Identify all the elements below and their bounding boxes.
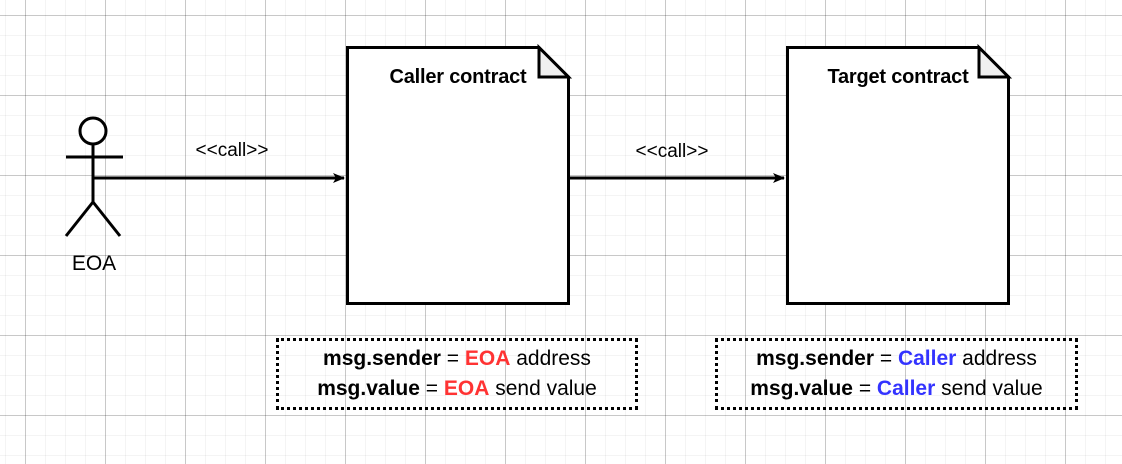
note-target-context: msg.sender = Caller address msg.value = … (715, 338, 1078, 410)
note-caller-accent-1: EOA (464, 346, 511, 370)
note-caller-line-1: msg.sender = EOA address (323, 344, 591, 374)
note-caller-context: msg.sender = EOA address msg.value = EOA… (276, 338, 638, 410)
note-caller-eq-2: = (419, 377, 444, 400)
note-target-eq-2: = (852, 377, 877, 400)
note-target-eq-1: = (874, 346, 898, 370)
edge-label-eoa-caller: <<call>> (195, 140, 269, 161)
actor-eoa-label: EOA (71, 252, 117, 275)
note-target-accent-1: Caller (897, 346, 957, 370)
note-target-key-2: msg.value (750, 377, 853, 400)
note-caller-eq-1: = (440, 346, 465, 370)
document-shape (346, 43, 573, 305)
node-target-contract-title: Target contract (827, 66, 969, 88)
note-target-accent-2: Caller (876, 377, 936, 400)
note-caller-tail-2: send value (489, 377, 597, 400)
stick-figure-icon (64, 116, 123, 237)
note-caller-key-1: msg.sender (323, 346, 441, 370)
note-caller-line-2: msg.value = EOA send value (317, 374, 597, 404)
note-caller-key-2: msg.value (317, 377, 420, 400)
note-target-tail-2: send value (935, 377, 1043, 400)
note-target-line-1: msg.sender = Caller address (756, 344, 1037, 374)
note-target-line-2: msg.value = Caller send value (750, 374, 1042, 404)
note-caller-tail-1: address (510, 346, 591, 370)
note-target-key-1: msg.sender (756, 346, 875, 370)
note-target-tail-1: address (956, 346, 1037, 370)
note-caller-accent-2: EOA (443, 377, 490, 400)
actor-eoa (58, 112, 130, 242)
document-shape (786, 43, 1013, 305)
node-caller-contract-title: Caller contract (389, 66, 527, 88)
node-caller-contract[interactable]: Caller contract (346, 43, 573, 305)
node-target-contract[interactable]: Target contract (786, 43, 1013, 305)
edge-label-caller-target: <<call>> (635, 141, 709, 162)
